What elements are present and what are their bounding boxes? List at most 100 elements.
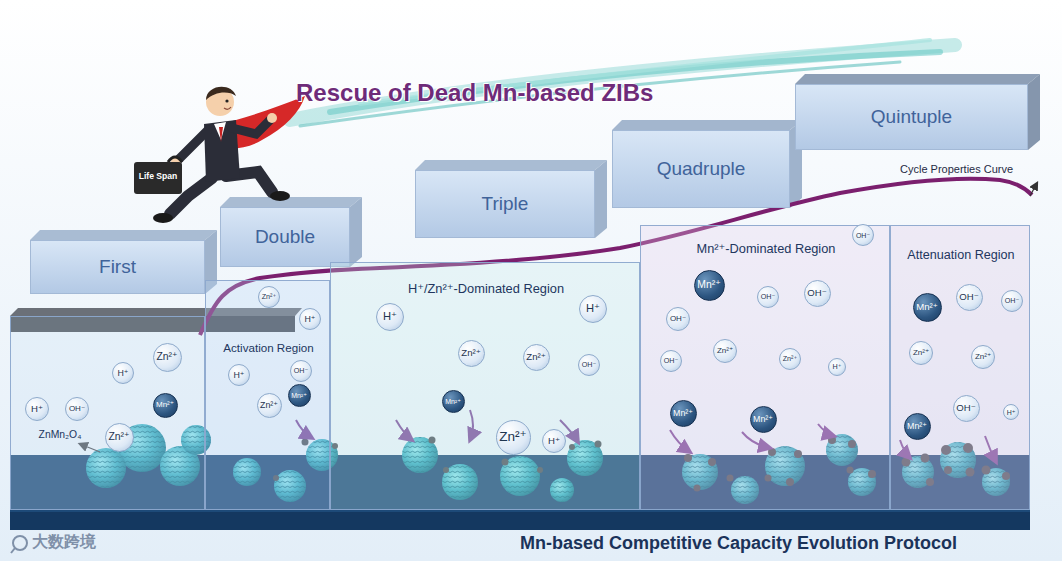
running-man-part	[270, 191, 290, 201]
step-block: Quadruple	[612, 130, 790, 208]
region-label: ZnMn₂O₄	[25, 429, 95, 441]
ion-bubble: Zn²⁺	[971, 345, 995, 369]
ion-bubble: OH⁻	[852, 224, 874, 246]
step-faces-part	[30, 230, 217, 240]
ion-label: OH⁻	[1005, 297, 1020, 304]
ion-bubble: OH⁻	[290, 360, 312, 382]
ion-label: Zn²⁺	[975, 353, 991, 361]
ion-bubble: OH⁻	[804, 280, 831, 307]
step-label: Double	[255, 226, 315, 248]
step-faces-part	[612, 120, 802, 130]
ion-bubble: H⁺	[1003, 404, 1019, 420]
running-man-part	[225, 99, 228, 102]
ion-bubble: Zn²⁺	[713, 339, 737, 363]
ion-label: H⁺	[118, 369, 129, 378]
ion-label: Mn²⁺	[697, 280, 720, 290]
ion-bubble: H⁺	[25, 397, 49, 421]
ion-label: H⁺	[833, 363, 842, 370]
ion-bubble: H⁺	[228, 364, 250, 386]
ion-label: OH⁻	[294, 367, 309, 374]
ion-bubble: Zn²⁺	[909, 341, 933, 365]
step-block: First	[30, 240, 205, 294]
mn-ion-bubble: Mn²⁺	[288, 384, 311, 407]
ion-label: Zn²⁺	[913, 349, 929, 357]
region-tank: Activation RegionZn²⁺H⁺H⁺OH⁻Mn²⁺Zn²⁺	[205, 280, 330, 510]
ion-label: Mn²⁺	[916, 302, 938, 312]
step-faces-part	[795, 74, 1040, 84]
region-label: Activation Region	[206, 341, 331, 354]
ion-bubble: Zn²⁺	[258, 286, 280, 308]
caption: Mn-based Competitive Capacity Evolution …	[520, 534, 957, 554]
ion-bubble: H⁺	[376, 303, 404, 331]
ion-label: H⁺	[383, 311, 397, 322]
mn-ion-bubble: Mn²⁺	[670, 400, 697, 427]
region-label: Attenuation Region	[891, 248, 1031, 263]
ion-label: OH⁻	[807, 288, 826, 298]
step-faces-part	[415, 160, 607, 170]
title: Rescue of Dead Mn-based ZIBs	[296, 80, 653, 106]
region-tank: Attenuation RegionMn²⁺OH⁻OH⁻Zn²⁺Zn²⁺OH⁻H…	[890, 225, 1030, 510]
watermark-logo-part	[13, 536, 27, 550]
ion-bubble: OH⁻	[578, 354, 600, 376]
step-label: Quintuple	[871, 106, 952, 128]
running-man-part	[178, 130, 208, 160]
step-faces-part	[595, 160, 607, 238]
ion-label: OH⁻	[664, 357, 679, 364]
ion-label: OH⁻	[761, 293, 776, 300]
ion-bubble: H⁺	[542, 429, 566, 453]
ion-bubble: H⁺	[828, 358, 846, 376]
curve-label: Cycle Properties Curve	[900, 163, 1013, 175]
running-man-part	[232, 120, 270, 134]
mn-ion-bubble: Mn²⁺	[913, 293, 942, 322]
ion-bubble: OH⁻	[65, 397, 89, 421]
ion-label: Zn²⁺	[262, 293, 277, 300]
ion-label: OH⁻	[69, 405, 85, 413]
base-slab-part	[10, 512, 1030, 530]
ion-bubble: H⁺	[299, 308, 321, 330]
mn-ion-bubble: Mn²⁺	[153, 393, 178, 418]
cycle-curve-part	[1030, 183, 1037, 196]
region-tank: ZnMn₂O₄ H⁺ OH⁻ Zn²⁺ H⁺ Mn²⁺ Zn²⁺	[10, 316, 205, 510]
ion-label: Mn²⁺	[753, 415, 773, 424]
ion-label: OH⁻	[856, 232, 870, 239]
ion-bubble: H⁺	[112, 362, 134, 384]
ion-bubble: OH⁻	[666, 307, 690, 331]
watermark-logo	[11, 536, 27, 553]
step-block: Triple	[415, 170, 595, 238]
ion-label: H⁺	[305, 315, 316, 324]
step-faces-part	[220, 197, 362, 207]
running-man-part	[224, 107, 231, 109]
ion-label: OH⁻	[956, 403, 975, 413]
ion-label: OH⁻	[670, 315, 686, 323]
region-label: Mn²⁺-Dominated Region	[641, 242, 891, 257]
ion-label: Zn²⁺	[156, 352, 177, 362]
running-man	[134, 87, 305, 223]
region-tank: H⁺/Zn²⁺-Dominated RegionH⁺H⁺Zn²⁺Zn²⁺OH⁻M…	[330, 262, 640, 510]
watermark: 大数跨境	[32, 533, 96, 551]
ion-label: Zn²⁺	[499, 430, 527, 444]
ion-label: H⁺	[548, 436, 560, 446]
ion-label: Mn²⁺	[673, 409, 693, 418]
ion-label: H⁺	[31, 404, 43, 414]
ion-bubble: Zn²⁺	[458, 340, 485, 367]
step-label: Triple	[482, 193, 529, 215]
ion-label: OH⁻	[582, 361, 597, 368]
mn-ion-bubble: Mn²⁺	[750, 406, 777, 433]
ion-bubble: Zn²⁺	[496, 420, 531, 455]
ion-bubble: Zn²⁺	[257, 393, 282, 418]
running-man-part	[168, 157, 182, 162]
running-man-part	[219, 127, 223, 142]
ion-label: H⁺	[1007, 409, 1016, 416]
running-man-part	[267, 113, 277, 123]
step-block: Double	[220, 207, 350, 267]
ion-label: Mn²⁺	[156, 401, 174, 409]
ion-bubble: Zn²⁺	[105, 423, 134, 452]
ion-label: Zn²⁺	[260, 401, 278, 410]
ion-label: Mn²⁺	[291, 392, 307, 399]
mn-ion-bubble: Mn²⁺	[904, 413, 931, 440]
ion-label: H⁺	[586, 303, 600, 314]
ion-label: H⁺	[234, 371, 245, 380]
